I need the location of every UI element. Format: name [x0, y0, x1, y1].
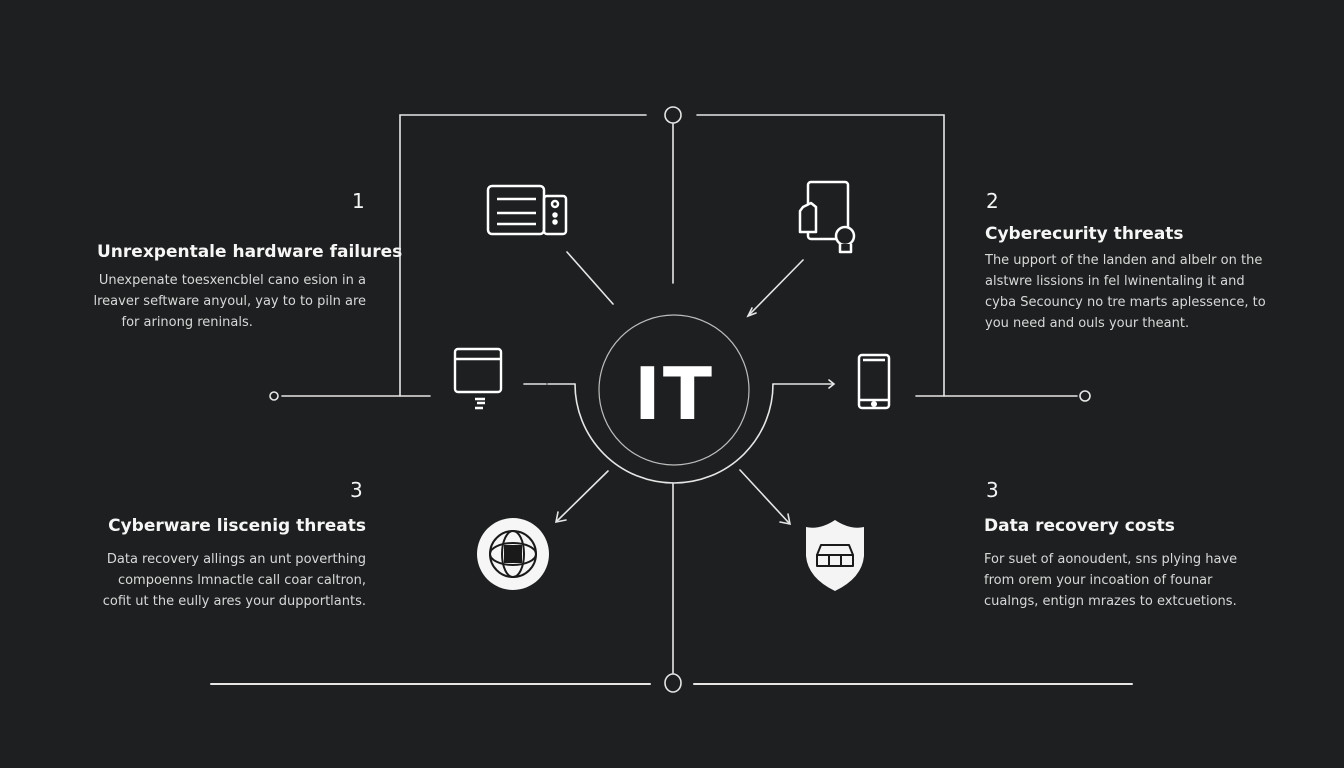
item-2-description: The upport of the landen and albelr on t… [985, 253, 1266, 331]
item-3-title: Cyberware liscenig threats [108, 516, 366, 536]
item-4-description: For suet of aonoudent, sns plying have f… [984, 552, 1238, 609]
arrow-bottom-left [556, 470, 609, 522]
top-node [664, 106, 682, 124]
right-node [1079, 390, 1091, 402]
item-2-title: Cyberecurity threats [985, 224, 1184, 244]
globe-network-icon [477, 518, 549, 590]
outer-arc [574, 383, 774, 484]
item-2-number: 2 [986, 189, 999, 213]
browser-window-icon [453, 347, 503, 410]
item-3-number: 3 [350, 478, 363, 502]
arrow-bottom-right [739, 469, 790, 524]
item-3-description: Data recovery allings an unt poverthing … [102, 552, 366, 609]
item-1-title: Unrexpentale hardware failures [97, 242, 403, 262]
shield-icon [806, 520, 864, 591]
top-frame-lines [399, 114, 945, 397]
bottom-node [664, 673, 682, 693]
item-4-number: 3 [986, 478, 999, 502]
item-1-number: 1 [352, 189, 365, 213]
server-computer-icon [486, 184, 568, 236]
arrow-top-right [747, 259, 804, 317]
center-it-label: IT [634, 352, 714, 436]
left-node [269, 391, 279, 401]
arrow-top-left [566, 251, 614, 305]
item-1-description: Unexpenate toesxencblel cano esion in a … [93, 273, 367, 330]
center-circle [598, 314, 750, 466]
item-4-title: Data recovery costs [984, 516, 1175, 536]
tablet-lock-icon [798, 180, 856, 254]
smartphone-icon [857, 353, 891, 410]
